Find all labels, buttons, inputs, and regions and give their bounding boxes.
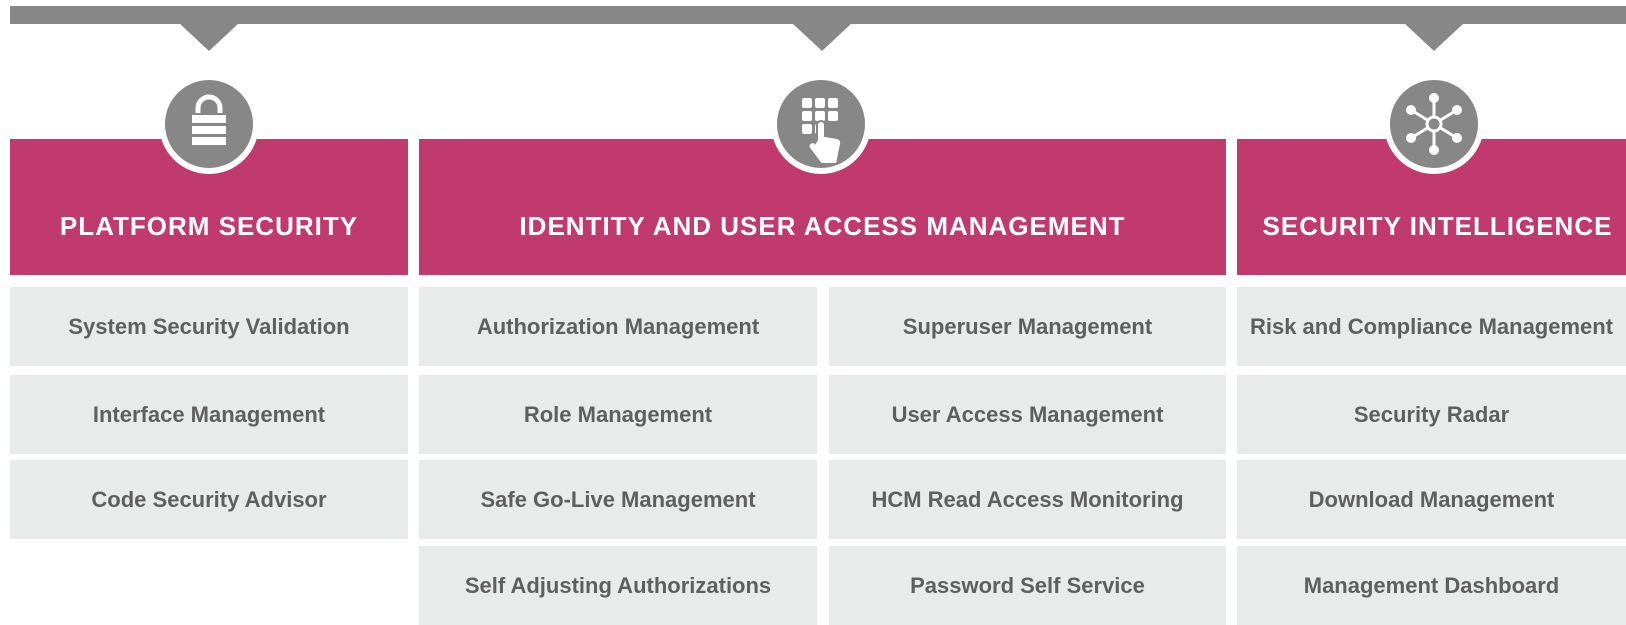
pointer-security-intelligence bbox=[1404, 23, 1464, 51]
item-password-self-service: Password Self Service bbox=[829, 546, 1226, 625]
header-identity-access: IDENTITY AND USER ACCESS MANAGEMENT bbox=[419, 139, 1226, 275]
item-risk-and-compliance-management: Risk and Compliance Management bbox=[1237, 287, 1626, 366]
item-security-radar: Security Radar bbox=[1237, 375, 1626, 454]
item-hcm-read-access-monitoring: HCM Read Access Monitoring bbox=[829, 460, 1226, 539]
column-title: IDENTITY AND USER ACCESS MANAGEMENT bbox=[519, 211, 1126, 241]
network-hub-icon bbox=[1384, 74, 1484, 174]
lock-icon bbox=[159, 74, 259, 174]
keypad-hand-icon bbox=[771, 74, 871, 174]
item-management-dashboard: Management Dashboard bbox=[1237, 546, 1626, 625]
item-safe-go-live-management: Safe Go-Live Management bbox=[419, 460, 817, 539]
pointer-identity-access bbox=[792, 23, 852, 51]
item-self-adjusting-authorizations: Self Adjusting Authorizations bbox=[419, 546, 817, 625]
item-download-management: Download Management bbox=[1237, 460, 1626, 539]
item-role-management: Role Management bbox=[419, 375, 817, 454]
connector-bar bbox=[10, 6, 1626, 24]
item-interface-management: Interface Management bbox=[10, 375, 408, 454]
item-system-security-validation: System Security Validation bbox=[10, 287, 408, 366]
item-user-access-management: User Access Management bbox=[829, 375, 1226, 454]
pointer-platform-security bbox=[179, 23, 239, 51]
column-title: SECURITY INTELLIGENCE bbox=[1262, 211, 1613, 241]
item-authorization-management: Authorization Management bbox=[419, 287, 817, 366]
item-superuser-management: Superuser Management bbox=[829, 287, 1226, 366]
item-code-security-advisor: Code Security Advisor bbox=[10, 460, 408, 539]
column-title: PLATFORM SECURITY bbox=[59, 211, 359, 241]
